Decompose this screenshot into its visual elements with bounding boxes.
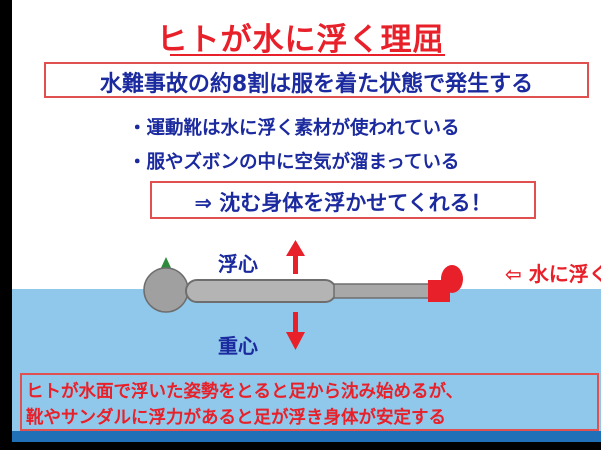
explanation-line-2: 靴やサンダルに浮力があると足が浮き身体が安定する: [26, 408, 446, 428]
bullet-air-in-clothes: ・服やズボンの中に空気が溜まっている: [128, 152, 460, 173]
water-deep-band: [12, 431, 601, 442]
shoe-toe: [441, 265, 463, 293]
head-circle: [143, 267, 189, 313]
result-box: [150, 181, 536, 219]
legs-shape: [333, 283, 433, 299]
result-text: ⇒ 沈む身体を浮かせてくれる！: [194, 191, 492, 215]
bullet-shoes: ・運動靴は水に浮く素材が使われている: [128, 118, 460, 139]
explanation-box: [20, 373, 599, 431]
left-border: [0, 0, 12, 450]
subtitle-text: 水難事故の約8割は服を着た状態で発生する: [99, 72, 534, 97]
explanation-line-1: ヒトが水面で浮いた姿勢をとると足から沈み始めるが、: [26, 382, 464, 402]
bottom-border: [0, 442, 601, 450]
buoyancy-arrow: [286, 240, 305, 274]
subtitle-box: [44, 62, 589, 98]
buoyancy-center-label: 浮心: [218, 252, 258, 276]
gravity-arrow: [286, 312, 305, 350]
water-area: [12, 289, 601, 431]
hair-tuft: [160, 257, 172, 270]
shoe-note: ⇦ 水に浮く: [505, 262, 601, 286]
title-underline: [170, 54, 445, 56]
torso-shape: [185, 279, 337, 303]
slide-title: ヒトが水に浮く理屈: [156, 22, 445, 58]
center-of-gravity-label: 重心: [218, 334, 258, 358]
